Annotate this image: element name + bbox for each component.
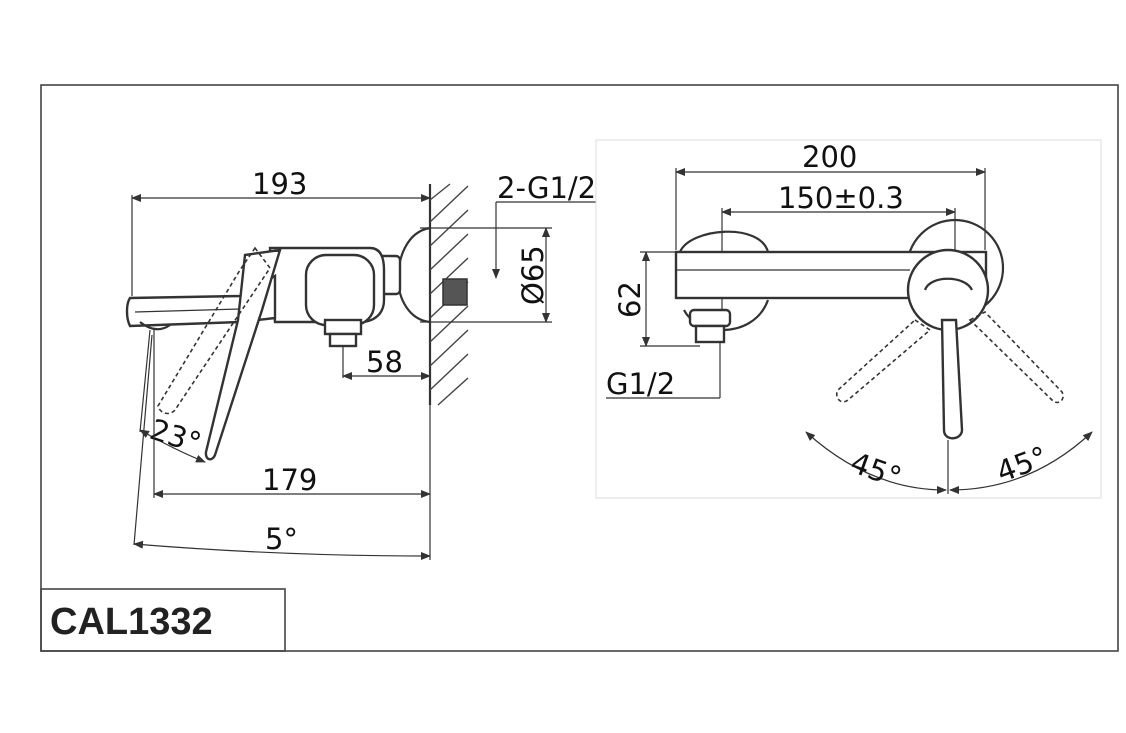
- model-label: CAL1332: [50, 601, 213, 643]
- front-lever-right: [968, 311, 1064, 404]
- front-outlet-fitting: [688, 308, 732, 328]
- dim-lever-angle: 23°: [146, 412, 205, 460]
- drawing-frame: [40, 84, 1119, 652]
- outlet-thread: [328, 332, 358, 348]
- front-view-frame: [595, 139, 1102, 499]
- dim-tilt-angle: 5°: [265, 522, 298, 556]
- dim-front-angle-left: 45°: [846, 445, 906, 495]
- front-cartridge: [906, 248, 990, 332]
- outlet-fitting: [323, 318, 363, 336]
- rosette: [396, 226, 431, 324]
- dim-side-depth: 58: [366, 345, 403, 379]
- wall-hatch: [428, 183, 469, 406]
- dim-front-angle-right: 45°: [992, 440, 1052, 490]
- front-view: 200 150±0.3 62 G1/2: [595, 139, 1102, 499]
- lever-handle: [204, 248, 282, 461]
- front-lever: [940, 318, 964, 440]
- side-view: 193 2-G1/2 Ø65 58 23° 179 5°: [125, 167, 596, 560]
- front-lever-left: [835, 318, 932, 403]
- cartridge-cap: [304, 253, 376, 327]
- dim-front-width: 200: [802, 140, 857, 174]
- dim-side-thread: 2-G1/2: [497, 171, 596, 205]
- dim-front-height: 62: [613, 281, 647, 318]
- front-outlet-thread: [694, 324, 726, 344]
- dim-side-reach: 179: [262, 463, 317, 497]
- dim-front-thread: G1/2: [606, 367, 675, 401]
- dim-rosette-diameter: Ø65: [516, 245, 550, 305]
- lever-alt-position: [157, 246, 271, 415]
- title-block: [40, 588, 286, 652]
- dim-center-distance: 150±0.3: [778, 181, 904, 215]
- dim-side-length: 193: [252, 167, 307, 201]
- inlet-pipe: [442, 278, 468, 306]
